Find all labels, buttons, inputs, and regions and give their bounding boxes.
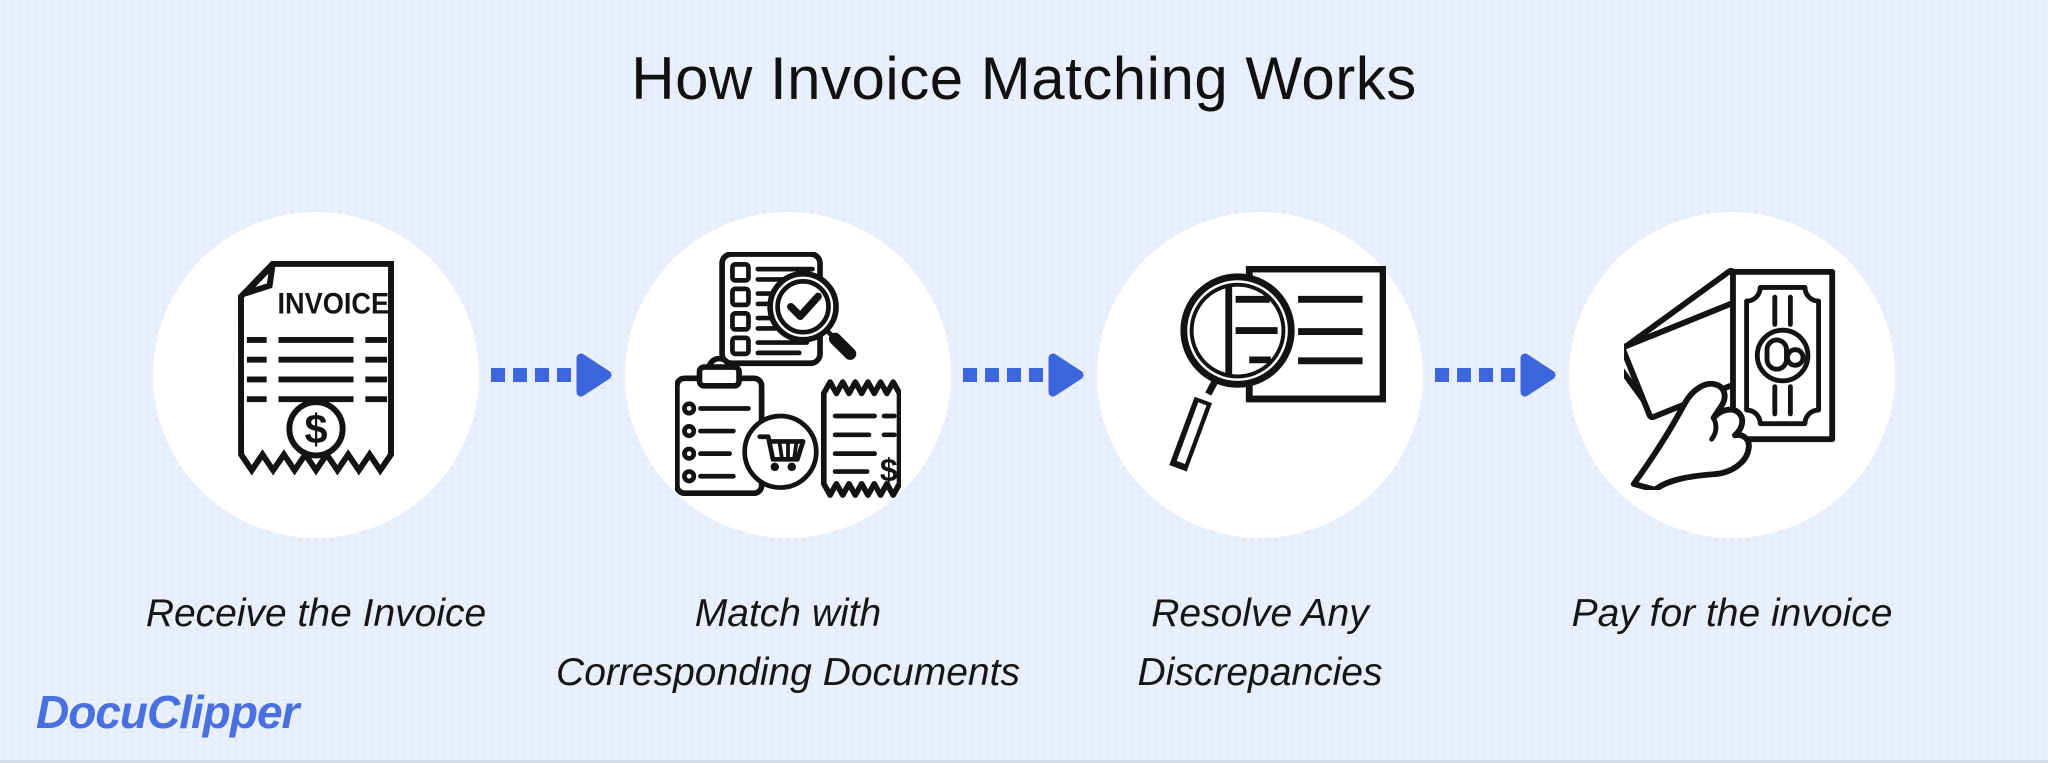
dotted-arrow-icon: [1435, 353, 1556, 397]
magnified-lines: [1235, 295, 1278, 363]
step-receive-invoice: INVOICE $ Receive the Invoice: [146, 212, 486, 635]
step-circle-2: $: [625, 212, 951, 538]
label-line: Discrepancies: [1137, 651, 1383, 694]
bottom-edge-strip: [0, 760, 2048, 763]
step-label-4: Pay for the invoice: [1572, 584, 1893, 643]
label-line: Receive the Invoice: [145, 592, 487, 635]
step-pay-invoice: Pay for the invoice: [1567, 212, 1897, 635]
step-resolve-discrepancies: Resolve Any Discrepancies: [1095, 212, 1425, 694]
magnifier-handle: [828, 332, 857, 360]
dotted-arrow-icon: [491, 353, 612, 397]
step-label-1: Receive the Invoice: [146, 584, 486, 643]
dollar-circle: [286, 398, 346, 458]
step-circle-1: INVOICE $: [153, 212, 479, 538]
documents-match-icon: $: [675, 251, 901, 498]
small-receipt-lines: [832, 413, 897, 474]
dollar-sign: $: [304, 405, 327, 452]
banknote-marks: [1772, 294, 1793, 417]
step-circle-4: [1569, 212, 1895, 538]
small-receipt-outline: [820, 378, 901, 498]
brand-logo: DocuClipper: [36, 686, 299, 738]
label-line: Corresponding Documents: [556, 651, 1020, 694]
portrait-circle: [1754, 327, 1811, 384]
clipboard-lines: [698, 405, 751, 479]
document-lines: [1298, 295, 1363, 364]
magnifier-document-icon: [1169, 265, 1386, 472]
folded-corner: [242, 260, 277, 296]
label-line: Match with: [694, 592, 882, 635]
hand-money-icon: [1624, 267, 1836, 490]
receipt-dollar-sign: $: [880, 451, 898, 487]
flow-arrow-3: [1425, 352, 1567, 398]
step-match-documents: $ Match with Corresponding Documents: [556, 212, 1020, 694]
label-line: Resolve Any: [1151, 592, 1369, 635]
step-label-2: Match with Corresponding Documents: [556, 584, 1020, 702]
checklist-lines: [755, 266, 815, 355]
label-line: Pay for the invoice: [1571, 592, 1893, 635]
page-title: How Invoice Matching Works: [631, 45, 1417, 112]
check-mark: [787, 292, 822, 320]
thumb-line: [1709, 415, 1719, 442]
invoice-title-text: INVOICE: [278, 287, 390, 320]
step-circle-3: [1097, 212, 1423, 538]
invoice-receipt-icon: INVOICE $: [238, 260, 394, 476]
banknote-frame: [1744, 284, 1822, 427]
flow-arrow-1: [481, 352, 623, 398]
invoice-lines: [246, 336, 388, 402]
flow-arrow-2: [953, 352, 1095, 398]
step-label-3: Resolve Any Discrepancies: [1138, 584, 1383, 702]
hand: [1630, 380, 1752, 490]
dotted-arrow-icon: [963, 353, 1084, 397]
receipt-outline: [238, 260, 394, 476]
process-flow: INVOICE $ Receive the Invoice: [0, 212, 2048, 694]
